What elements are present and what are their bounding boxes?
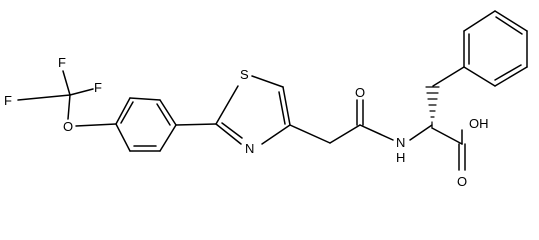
bond-c5-c4	[282, 86, 291, 126]
bond-ph1-b	[129, 97, 161, 101]
bond-ph2-e	[494, 66, 528, 87]
bond-ph1-a-inner	[120, 101, 134, 124]
atom-ether-oxygen: O	[63, 119, 73, 134]
atom-amide-nitrogen: N	[396, 135, 405, 150]
bond-ph2-b	[463, 10, 496, 32]
bond-ph1-c	[159, 99, 177, 126]
bond-ph1-a	[115, 97, 131, 125]
hashed-wedge-bond	[425, 86, 440, 129]
bond-c4-n	[261, 124, 291, 145]
atom-amide-oxygen: O	[355, 85, 365, 100]
bond-ph1-d	[159, 124, 177, 152]
molecule-structure: F F F O S N O N H OH O	[4, 10, 528, 189]
bond-calpha-cooh	[431, 127, 463, 145]
bond-ph2-f	[463, 66, 496, 87]
bond-s-c5	[251, 75, 284, 88]
bond-c4-ch2	[289, 124, 331, 144]
bond-ph2-e-inner	[494, 64, 522, 81]
bond-ph1-c-inner	[156, 103, 171, 126]
atom-fluorine-2: F	[94, 80, 102, 95]
atom-thiazole-nitrogen: N	[245, 141, 254, 156]
bond-co-n	[359, 124, 394, 141]
atom-labels: F F F O S N O N H OH O	[4, 55, 489, 189]
bond-o-aryl	[75, 123, 117, 127]
bond-c2-s	[215, 85, 239, 125]
bond-n-c2	[215, 123, 242, 145]
atom-fluorine-1: F	[58, 55, 66, 70]
bond-ph2-c-inner	[495, 16, 523, 35]
bond-c5-c4-inner	[278, 91, 286, 125]
bonds	[17, 10, 528, 171]
bond-ch2-ph2	[432, 66, 465, 87]
bond-aryl-thiazole	[175, 123, 217, 126]
atom-acid-carbonyl-oxygen: O	[457, 174, 467, 189]
bond-ph1-f	[115, 123, 131, 152]
atom-thiazole-sulfur: S	[240, 67, 249, 82]
atom-amide-hydrogen: H	[396, 150, 405, 165]
bond-n-c2-inner	[221, 122, 243, 139]
bond-c-f1	[62, 70, 71, 96]
bond-c-f2	[69, 88, 94, 96]
bond-n-calpha	[409, 124, 433, 141]
bond-ph2-c	[494, 10, 528, 32]
bond-ch2-co	[329, 124, 361, 144]
bond-cf3-o	[67, 94, 71, 120]
atom-acid-hydroxyl: OH	[469, 116, 489, 131]
bond-c-f3	[17, 94, 71, 101]
atom-fluorine-3: F	[4, 93, 12, 108]
